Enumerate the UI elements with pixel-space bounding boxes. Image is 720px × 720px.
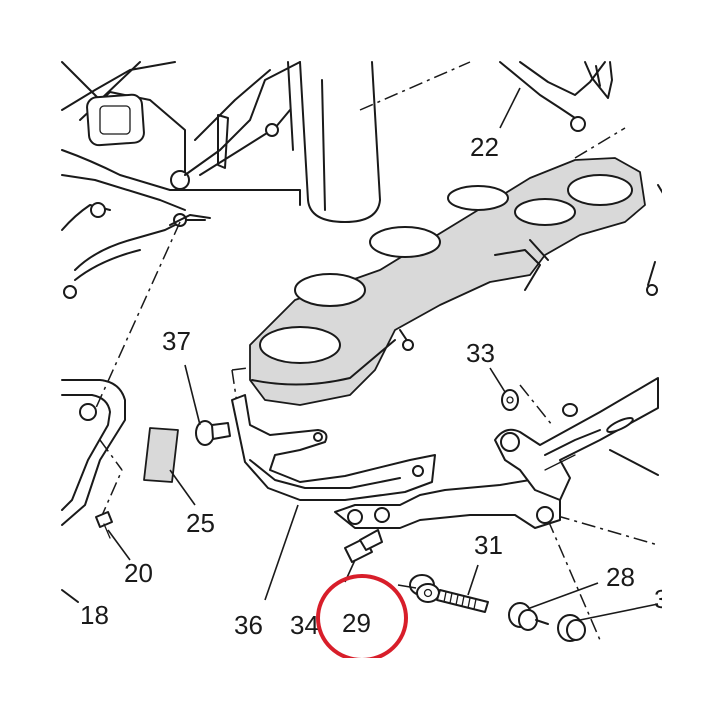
bottom-mask — [0, 658, 720, 720]
label-20: 20 — [124, 558, 153, 588]
part-31-stud — [436, 589, 489, 613]
label-18: 18 — [80, 600, 109, 630]
right-rail — [494, 377, 659, 501]
label-31: 31 — [474, 530, 503, 560]
right-nut — [557, 614, 586, 642]
label-37: 37 — [162, 326, 191, 356]
part-34-bolt — [344, 529, 383, 563]
small-screw-right — [562, 403, 578, 417]
part-20-screw — [95, 511, 113, 539]
assembly-lines — [94, 61, 659, 641]
label-22: 22 — [470, 132, 499, 162]
part-28-spacer — [508, 602, 549, 631]
steering-head-tube — [287, 61, 381, 223]
leader-lines — [107, 87, 659, 621]
label-33: 33 — [466, 338, 495, 368]
frame-structure — [61, 61, 301, 299]
label-28: 28 — [606, 562, 635, 592]
part-36-bracket — [231, 394, 436, 501]
upper-right-bracket — [499, 61, 665, 296]
label-25: 25 — [186, 508, 215, 538]
left-bracket — [61, 379, 126, 603]
edge-mask — [662, 0, 720, 720]
part-33-nut — [501, 389, 519, 411]
triple-clamp — [249, 157, 646, 406]
part-37-bolt — [195, 420, 231, 446]
label-36: 36 — [234, 610, 263, 640]
labels: 22 37 33 25 20 18 36 34 29 31 28 3 — [80, 132, 668, 640]
lower-plate — [334, 479, 561, 529]
part-29-bushing — [409, 574, 440, 603]
part-25-pad — [143, 427, 179, 483]
label-34: 34 — [290, 610, 319, 640]
label-29: 29 — [342, 608, 371, 638]
